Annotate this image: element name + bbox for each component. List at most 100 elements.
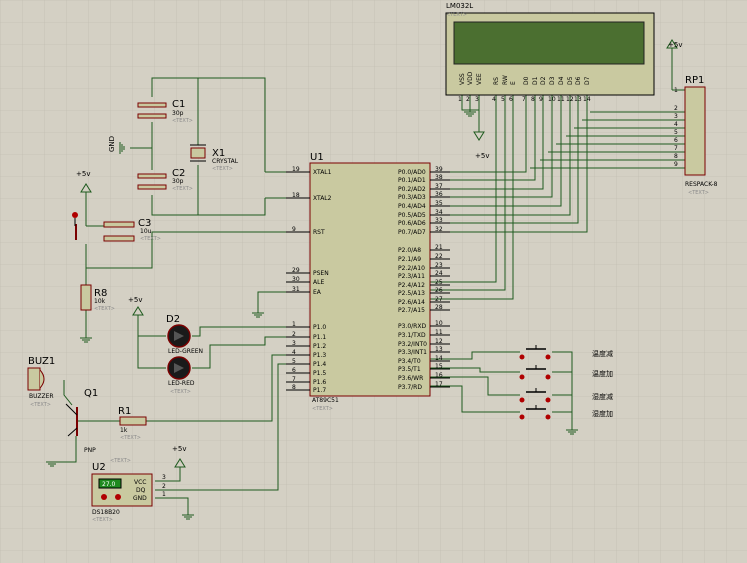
u2-display xyxy=(98,478,122,489)
lcd-pin-number: 13 xyxy=(574,96,582,103)
mcu-ref: U1 xyxy=(310,152,324,163)
vcc-label: +5v xyxy=(172,445,186,453)
mcu-pin-name: P0.3/AD3 xyxy=(398,194,426,201)
mcu-pin-number: 32 xyxy=(435,226,443,233)
mcu-pin-name: P3.1/TXD xyxy=(398,332,426,339)
lcd-pin-name: D3 xyxy=(549,76,556,85)
c1-ref: C1 xyxy=(172,99,185,110)
lcd-pin-name: D5 xyxy=(567,76,574,85)
mcu-pin-number: 9 xyxy=(292,226,296,233)
vcc-label: +5v xyxy=(475,152,489,160)
mcu-pin-name: P0.4/AD4 xyxy=(398,203,426,210)
mcu-pin-name: P0.7/AD7 xyxy=(398,229,426,236)
rp1-part: RESPACK-8 xyxy=(685,181,718,188)
mcu-pin-number: 3 xyxy=(292,340,296,347)
mcu-pin-number: 12 xyxy=(435,338,443,345)
lcd-pin-number: 8 xyxy=(531,96,535,103)
q1-part: PNP xyxy=(84,447,96,454)
mcu-pin-name: P2.2/A10 xyxy=(398,265,425,272)
capacitor-c3[interactable]: C3 10u <TEXT> xyxy=(103,218,161,242)
buzzer-buz1[interactable]: BUZ1 BUZZER <TEXT> xyxy=(27,356,55,408)
mcu-pin-number: 31 xyxy=(292,286,300,293)
ground-symbols xyxy=(46,111,578,520)
vcc-arrow-reset: +5v xyxy=(76,170,92,193)
mcu-pin-number: 28 xyxy=(435,304,443,311)
transistor-q1[interactable]: Q1 PNP <TEXT> xyxy=(65,388,131,464)
r1-value: 1k xyxy=(120,427,128,434)
mcu-pin-name: P1.4 xyxy=(313,361,326,368)
lcd-screen xyxy=(453,21,645,65)
c1-text-placeholder: <TEXT> xyxy=(172,118,193,124)
rp1-pin-number: 8 xyxy=(674,153,678,160)
mcu-pin-name: P1.7 xyxy=(313,387,326,394)
mcu-pin-name: P2.0/A8 xyxy=(398,247,421,254)
mcu-pin-number: 11 xyxy=(435,329,443,336)
mcu-at89c51[interactable]: U1 AT89C51 <TEXT> XTAL119XTAL218RST9PSEN… xyxy=(286,152,450,412)
d1-part: LED-RED xyxy=(168,380,195,387)
lcd-pin-name: D4 xyxy=(558,76,565,85)
mcu-pin-name: P3.7/RD xyxy=(398,384,422,391)
mcu-pin-number: 16 xyxy=(435,372,443,379)
push-button[interactable]: 温度减 xyxy=(519,345,614,360)
led-d1[interactable]: LED-RED <TEXT> xyxy=(167,356,195,395)
mcu-pin-number: 6 xyxy=(292,367,296,374)
x1-part: CRYSTAL xyxy=(212,158,239,165)
lcd-module[interactable]: LM032L <TEXT> VSS1VDD2VEE3RS4RW5E6D07D18… xyxy=(445,2,655,103)
mcu-pin-number: 17 xyxy=(435,381,443,388)
lcd-pin-number: 7 xyxy=(522,96,526,103)
mcu-pin-number: 5 xyxy=(292,358,296,365)
mcu-pin-number: 29 xyxy=(292,267,300,274)
mcu-pin-name: P2.7/A15 xyxy=(398,307,425,314)
mcu-pin-name: P1.0 xyxy=(313,324,326,331)
mcu-pin-number: 27 xyxy=(435,296,443,303)
c2-text-placeholder: <TEXT> xyxy=(172,186,193,192)
c3-text-placeholder: <TEXT> xyxy=(140,236,161,242)
mcu-pin-number: 8 xyxy=(292,384,296,391)
mcu-pin-number: 23 xyxy=(435,262,443,269)
crystal-x1[interactable]: X1 CRYSTAL <TEXT> xyxy=(190,144,239,172)
mcu-pin-name: P3.6/WR xyxy=(398,375,423,382)
wires xyxy=(52,48,685,515)
mcu-pin-name: XTAL2 xyxy=(313,195,332,202)
x1-text-placeholder: <TEXT> xyxy=(212,166,233,172)
lcd-pin-number: 3 xyxy=(475,96,479,103)
push-button[interactable]: 湿度加 xyxy=(519,405,614,420)
rp1-pin-number: 7 xyxy=(674,145,678,152)
rp1-body xyxy=(684,86,706,176)
u2-display-value: 27.0 xyxy=(102,481,116,488)
mcu-pin-number: 15 xyxy=(435,363,443,370)
q1-text-placeholder: <TEXT> xyxy=(110,458,131,464)
push-button[interactable]: 温度加 xyxy=(519,365,614,380)
mcu-pin-name: P0.0/AD0 xyxy=(398,169,426,176)
lcd-pin-name: RS xyxy=(493,77,500,85)
mcu-pin-number: 39 xyxy=(435,166,443,173)
resistor-r8[interactable]: R8 10k <TEXT> xyxy=(80,284,115,312)
lcd-ref: LM032L xyxy=(446,2,473,10)
lcd-pin-name: E xyxy=(510,81,517,85)
capacitor-c1[interactable]: C1 30p <TEXT> xyxy=(137,99,193,124)
mcu-pin-name: P3.3/INT1 xyxy=(398,349,427,356)
lcd-pin-name: VSS xyxy=(459,73,466,85)
mcu-pin-number: 22 xyxy=(435,253,443,260)
lcd-pin-number: 14 xyxy=(583,96,591,103)
sensor-u2-ds18b20[interactable]: 27.0 U2 DS18B20 <TEXT> VCC DQ GND 3 2 1 xyxy=(91,462,166,523)
q1-ref: Q1 xyxy=(84,388,98,399)
u2-part: DS18B20 xyxy=(92,509,120,516)
u2-pin-num: 2 xyxy=(162,483,166,490)
mcu-text-placeholder: <TEXT> xyxy=(312,406,333,412)
mcu-pin-name: EA xyxy=(313,289,322,296)
reset-button[interactable] xyxy=(72,212,78,240)
capacitor-c2[interactable]: C2 30p <TEXT> xyxy=(137,168,193,192)
lcd-pin-name: D1 xyxy=(532,76,539,85)
vcc-label: +5v xyxy=(668,41,682,49)
led-d2[interactable]: D2 LED-GREEN xyxy=(166,314,203,355)
resistor-r1[interactable]: R1 1k <TEXT> xyxy=(118,406,147,441)
push-button[interactable]: 湿度减 xyxy=(519,388,614,403)
lcd-pin-number: 5 xyxy=(501,96,505,103)
mcu-pin-number: 1 xyxy=(292,321,296,328)
mcu-pin-name: RST xyxy=(313,229,325,236)
